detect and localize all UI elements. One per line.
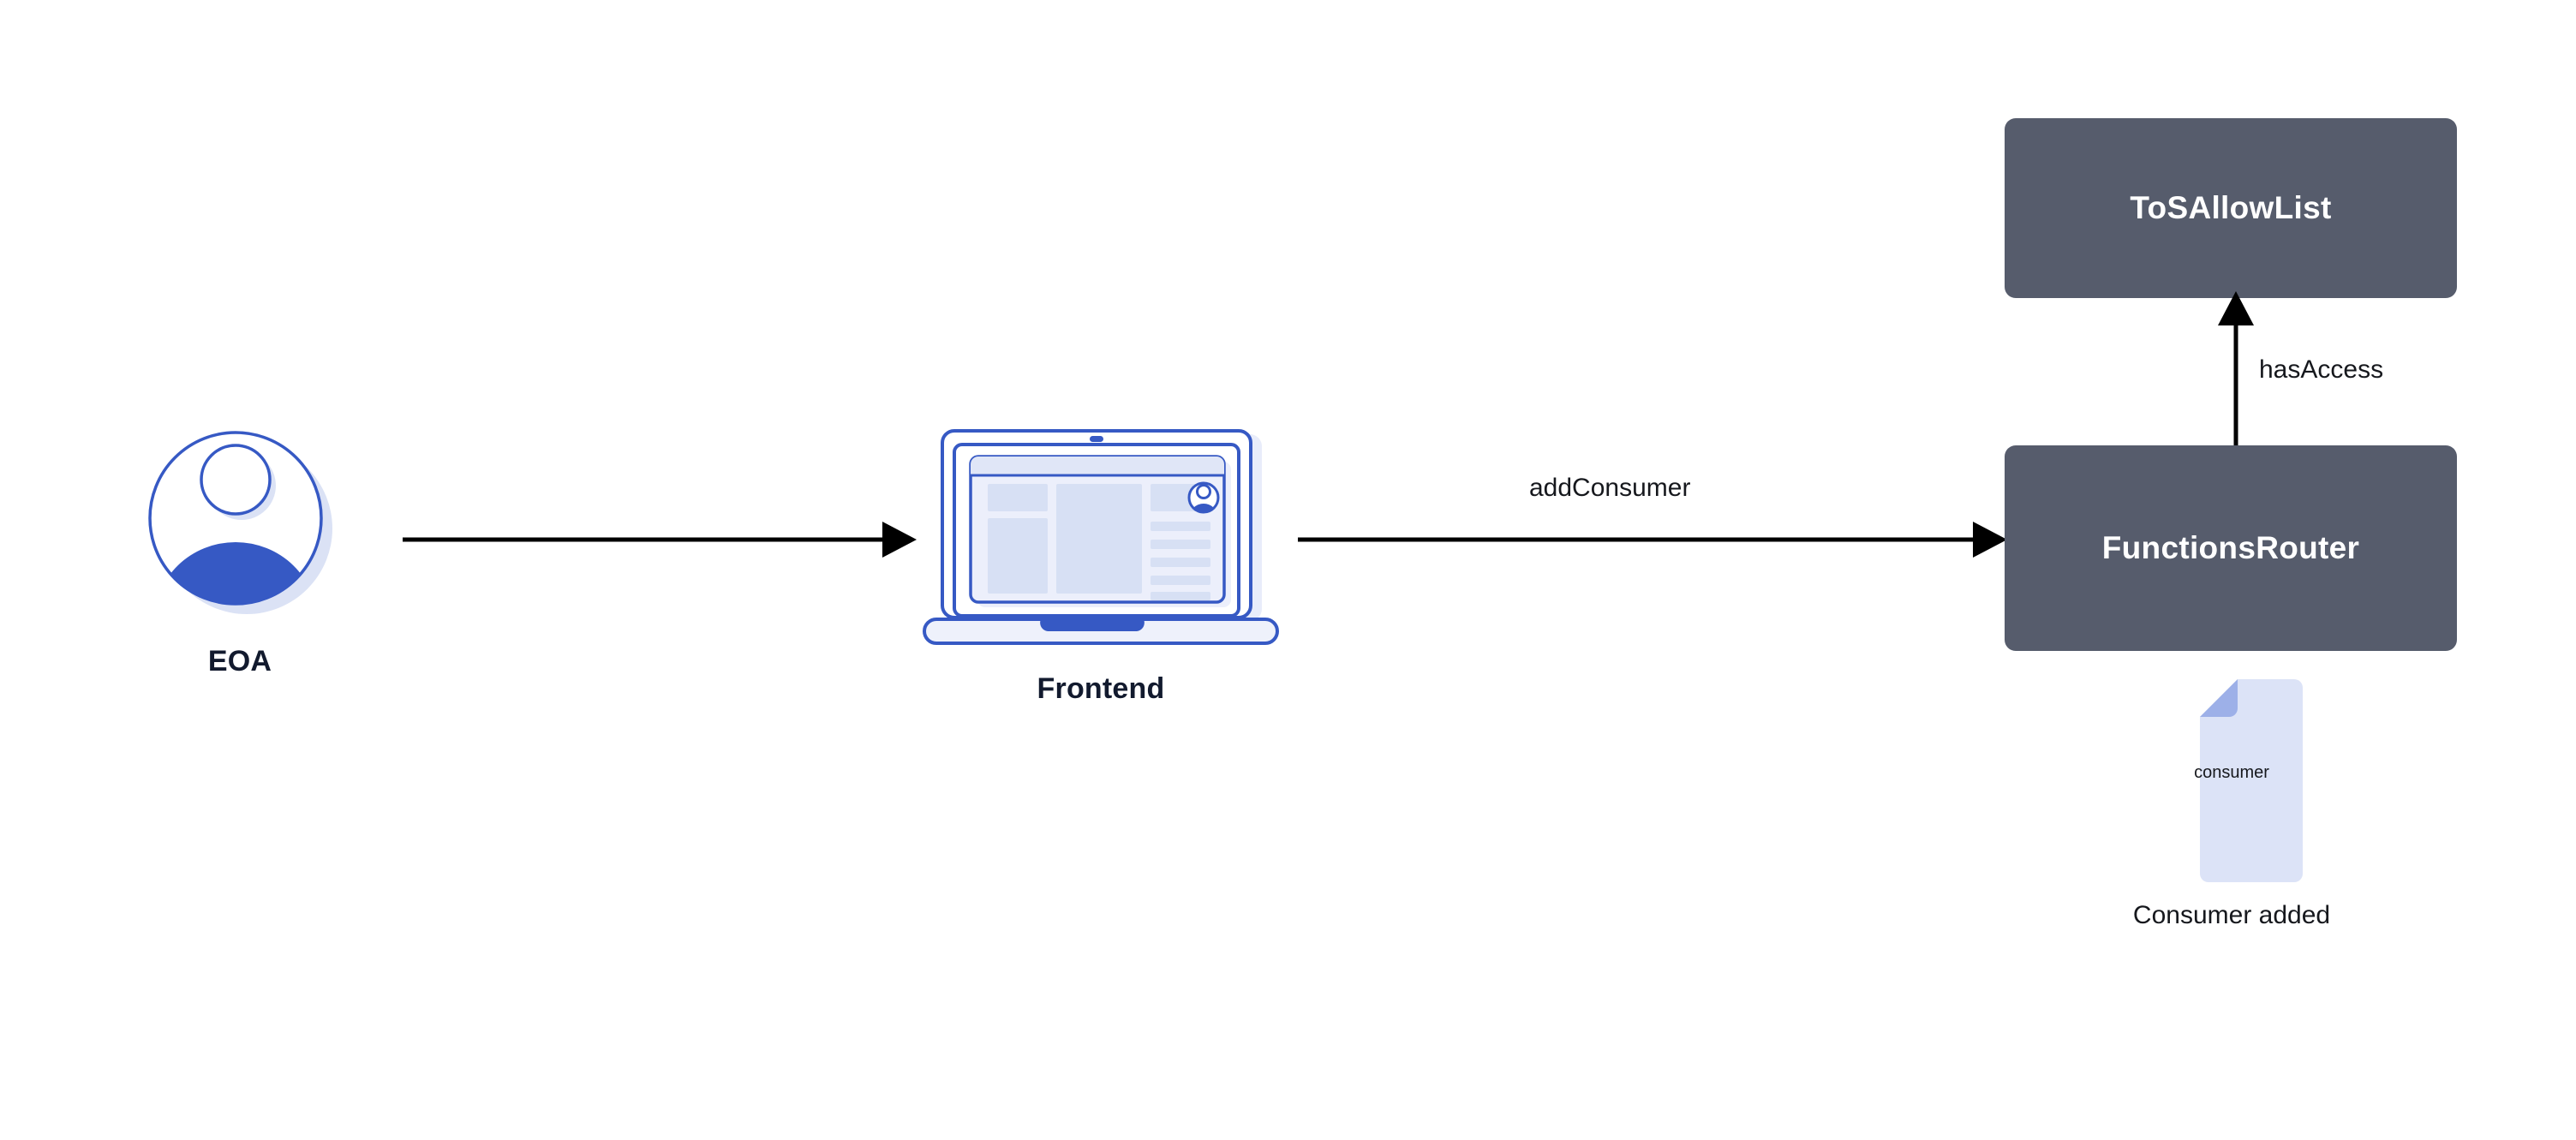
node-caption-consumer-added: Consumer added (2132, 901, 2331, 929)
user-avatar-icon (146, 424, 334, 621)
document-svg (2200, 679, 2303, 882)
document-label: consumer (2194, 763, 2269, 782)
document-icon: consumer (2150, 677, 2313, 882)
node-label-frontend: Frontend (1037, 672, 1165, 705)
edge-router-to-tos-allow-list (2218, 291, 2254, 447)
edge-eoa-to-frontend (403, 522, 917, 558)
arrowhead-icon (882, 522, 917, 558)
laptop-svg (923, 429, 1279, 645)
node-label-eoa: EOA (207, 645, 272, 677)
laptop-icon (912, 424, 1289, 655)
node-functions-router[interactable]: FunctionsRouter (2005, 445, 2457, 651)
node-frontend[interactable]: Frontend (904, 424, 1298, 741)
node-label-tos-allow-list: ToSAllowList (2130, 190, 2332, 225)
arrowhead-icon (2218, 291, 2254, 325)
node-label-functions-router: FunctionsRouter (2101, 530, 2360, 565)
arrowhead-icon (1973, 522, 2007, 558)
node-consumer-doc[interactable]: consumer Consumer added (2133, 677, 2330, 942)
edge-label-add-consumer: addConsumer (1529, 474, 1691, 502)
user-avatar-svg (148, 431, 332, 614)
node-tos-allow-list[interactable]: ToSAllowList (2005, 118, 2457, 298)
edge-label-has-access: hasAccess (2259, 355, 2384, 384)
screen-avatar-icon (1187, 481, 1220, 514)
edge-frontend-to-router (1298, 522, 2007, 558)
node-eoa[interactable]: EOA (120, 424, 360, 732)
